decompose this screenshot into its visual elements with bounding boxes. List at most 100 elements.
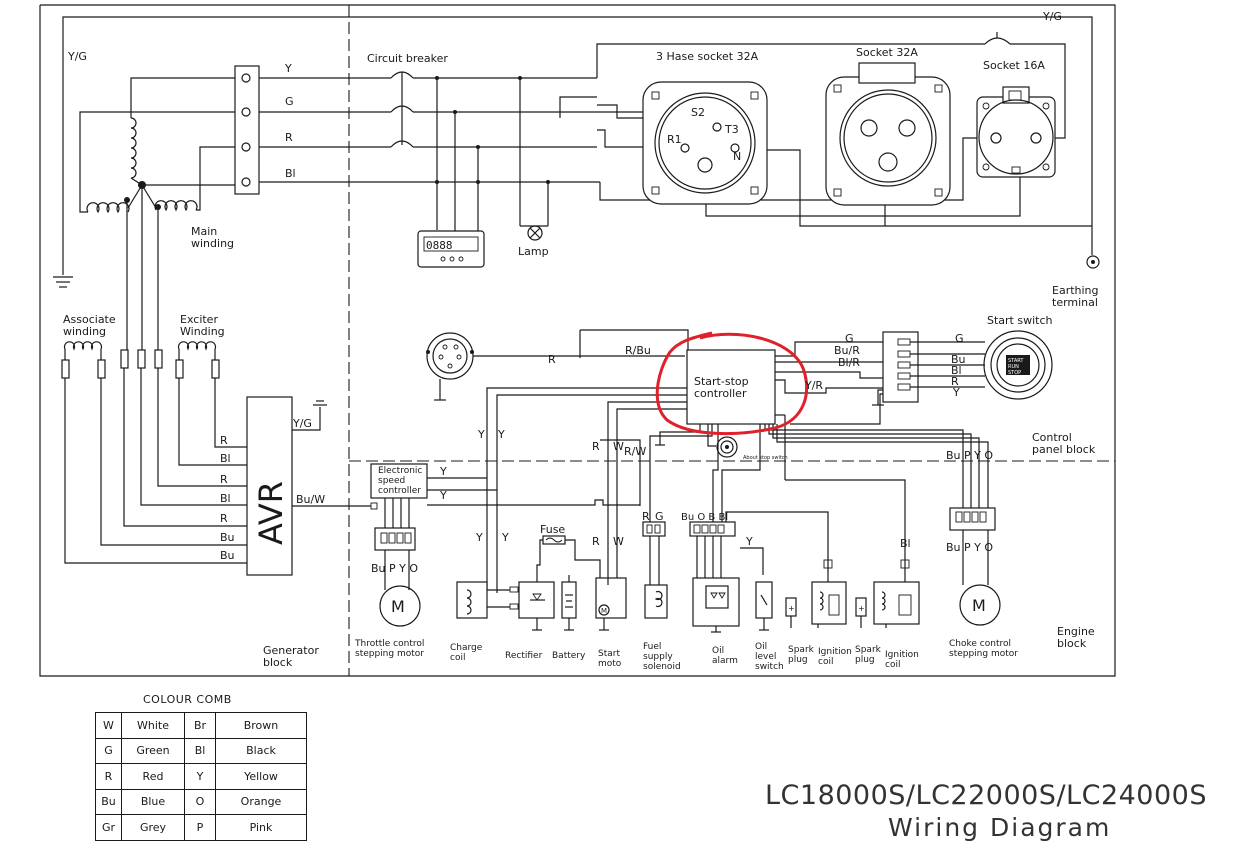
label-start-motor-line: Start bbox=[598, 649, 620, 659]
label-ignition-coil-2-line: coil bbox=[885, 660, 900, 670]
label-engine-block-line: Engine bbox=[1057, 625, 1095, 638]
label-g-fuel: G bbox=[655, 510, 664, 523]
highlight-circle bbox=[655, 331, 809, 436]
label-bl-ign: Bl bbox=[900, 537, 911, 550]
svg-text:0888: 0888 bbox=[426, 239, 453, 252]
label-yg-avr: Y/G bbox=[292, 417, 312, 430]
label-oil-alarm-line: alarm bbox=[712, 656, 738, 666]
label-avr-r3: R bbox=[220, 512, 228, 525]
label-bu-sw: Bu bbox=[951, 353, 966, 366]
label-spark-plug-1-line: plug bbox=[788, 655, 808, 665]
label-earthing-terminal-line: terminal bbox=[1052, 296, 1098, 309]
label-r-sw: R bbox=[951, 375, 959, 388]
label-battery: Battery bbox=[552, 651, 586, 661]
label-electronic-speed-controller-line: Electronic bbox=[378, 466, 422, 476]
colour-cell-name2: Orange bbox=[215, 788, 307, 815]
label-bu-p-y-o-top: Bu P Y O bbox=[946, 449, 993, 462]
label-choke-motor-line: Choke control bbox=[949, 639, 1011, 649]
colour-cell-name: Grey bbox=[121, 814, 185, 841]
colour-cell-code2: Br bbox=[184, 712, 216, 739]
label-throttle-motor-line: stepping motor bbox=[355, 649, 424, 659]
label-s2: S2 bbox=[691, 106, 705, 119]
label-electronic-speed-controller-line: controller bbox=[378, 486, 421, 496]
label-circuit-breaker: Circuit breaker bbox=[367, 52, 448, 65]
label-avr: AVR bbox=[252, 481, 290, 545]
label-socket-16a: Socket 16A bbox=[983, 59, 1045, 72]
label-lamp: Lamp bbox=[518, 245, 549, 258]
label-fuel-solenoid-line: Fuel bbox=[643, 642, 661, 652]
label-y-v1: Y bbox=[477, 428, 485, 441]
label-avr-r1: R bbox=[220, 434, 228, 447]
label-avr-bl2: Bl bbox=[220, 492, 231, 505]
socket-32a bbox=[825, 62, 951, 206]
label-bu-p-y-o-bottom: Bu P Y O bbox=[946, 541, 993, 554]
label-main-winding-line: Main bbox=[191, 225, 217, 238]
colour-table-title: COLOUR COMB bbox=[143, 693, 232, 706]
colour-cell-name: Red bbox=[121, 763, 185, 790]
label-n: N bbox=[733, 150, 741, 163]
label-y-esc1: Y bbox=[439, 465, 447, 478]
label-start-motor-line: moto bbox=[598, 659, 622, 669]
label-g-switch: G bbox=[845, 332, 854, 345]
label-oil-alarm-line: Oil bbox=[712, 646, 724, 656]
colour-cell-name: Blue bbox=[121, 788, 185, 815]
label-fuel-solenoid-line: solenoid bbox=[643, 662, 681, 672]
label-r-w: R/W bbox=[624, 445, 646, 458]
colour-cell-name2: Pink bbox=[215, 814, 307, 841]
label-start-stop-controller-line: Start-stop bbox=[694, 375, 749, 388]
label-r1: R1 bbox=[667, 133, 682, 146]
colour-cell-name: Green bbox=[121, 737, 185, 764]
label-y-v2: Y bbox=[497, 428, 505, 441]
label-y-sw: Y bbox=[952, 386, 960, 399]
label-ignition-coil-1-line: Ignition bbox=[818, 647, 852, 657]
model-title: LC18000S/LC22000S/LC24000S bbox=[765, 780, 1207, 811]
label-spark-plug-1-line: Spark bbox=[788, 645, 815, 655]
label-w-v2: W bbox=[613, 535, 624, 548]
svg-text:M: M bbox=[391, 597, 405, 616]
label-exciter-winding-line: Exciter bbox=[180, 313, 218, 326]
label-ignition-coil-1-line: coil bbox=[818, 657, 833, 667]
colour-cell-code: Gr bbox=[95, 814, 122, 841]
label-bl-r: Bl/R bbox=[838, 356, 860, 369]
label-avr-bl1: Bl bbox=[220, 452, 231, 465]
label-socket-32a: Socket 32A bbox=[856, 46, 918, 59]
phase-wires bbox=[259, 71, 600, 240]
label-rectifier: Rectifier bbox=[505, 651, 543, 661]
label-main-winding-line: winding bbox=[191, 237, 234, 250]
label-ignition-coil-2-line: Ignition bbox=[885, 650, 919, 660]
diagram-subtitle: Wiring Diagram bbox=[888, 813, 1112, 842]
control-panel-wiring: START RUN STOP bbox=[426, 329, 1053, 593]
label-start-switch: Start switch bbox=[987, 314, 1053, 327]
label-bl: Bl bbox=[285, 167, 296, 180]
label-r-v2: R bbox=[592, 535, 600, 548]
label-oil-level-switch-line: switch bbox=[755, 662, 784, 672]
label-avr-bu2: Bu bbox=[220, 549, 235, 562]
svg-text:START: START bbox=[1008, 358, 1024, 364]
label-r-v1: R bbox=[592, 440, 600, 453]
label-r-fuel: R bbox=[642, 510, 650, 523]
label-r-bu: R/Bu bbox=[625, 344, 651, 357]
label-r-key: R bbox=[548, 353, 556, 366]
label-yg-left: Y/G bbox=[67, 50, 87, 63]
svg-text:M: M bbox=[601, 607, 607, 615]
block-outlines bbox=[39, 4, 1116, 677]
label-electronic-speed-controller-line: speed bbox=[378, 476, 405, 486]
svg-text:+: + bbox=[858, 604, 865, 613]
